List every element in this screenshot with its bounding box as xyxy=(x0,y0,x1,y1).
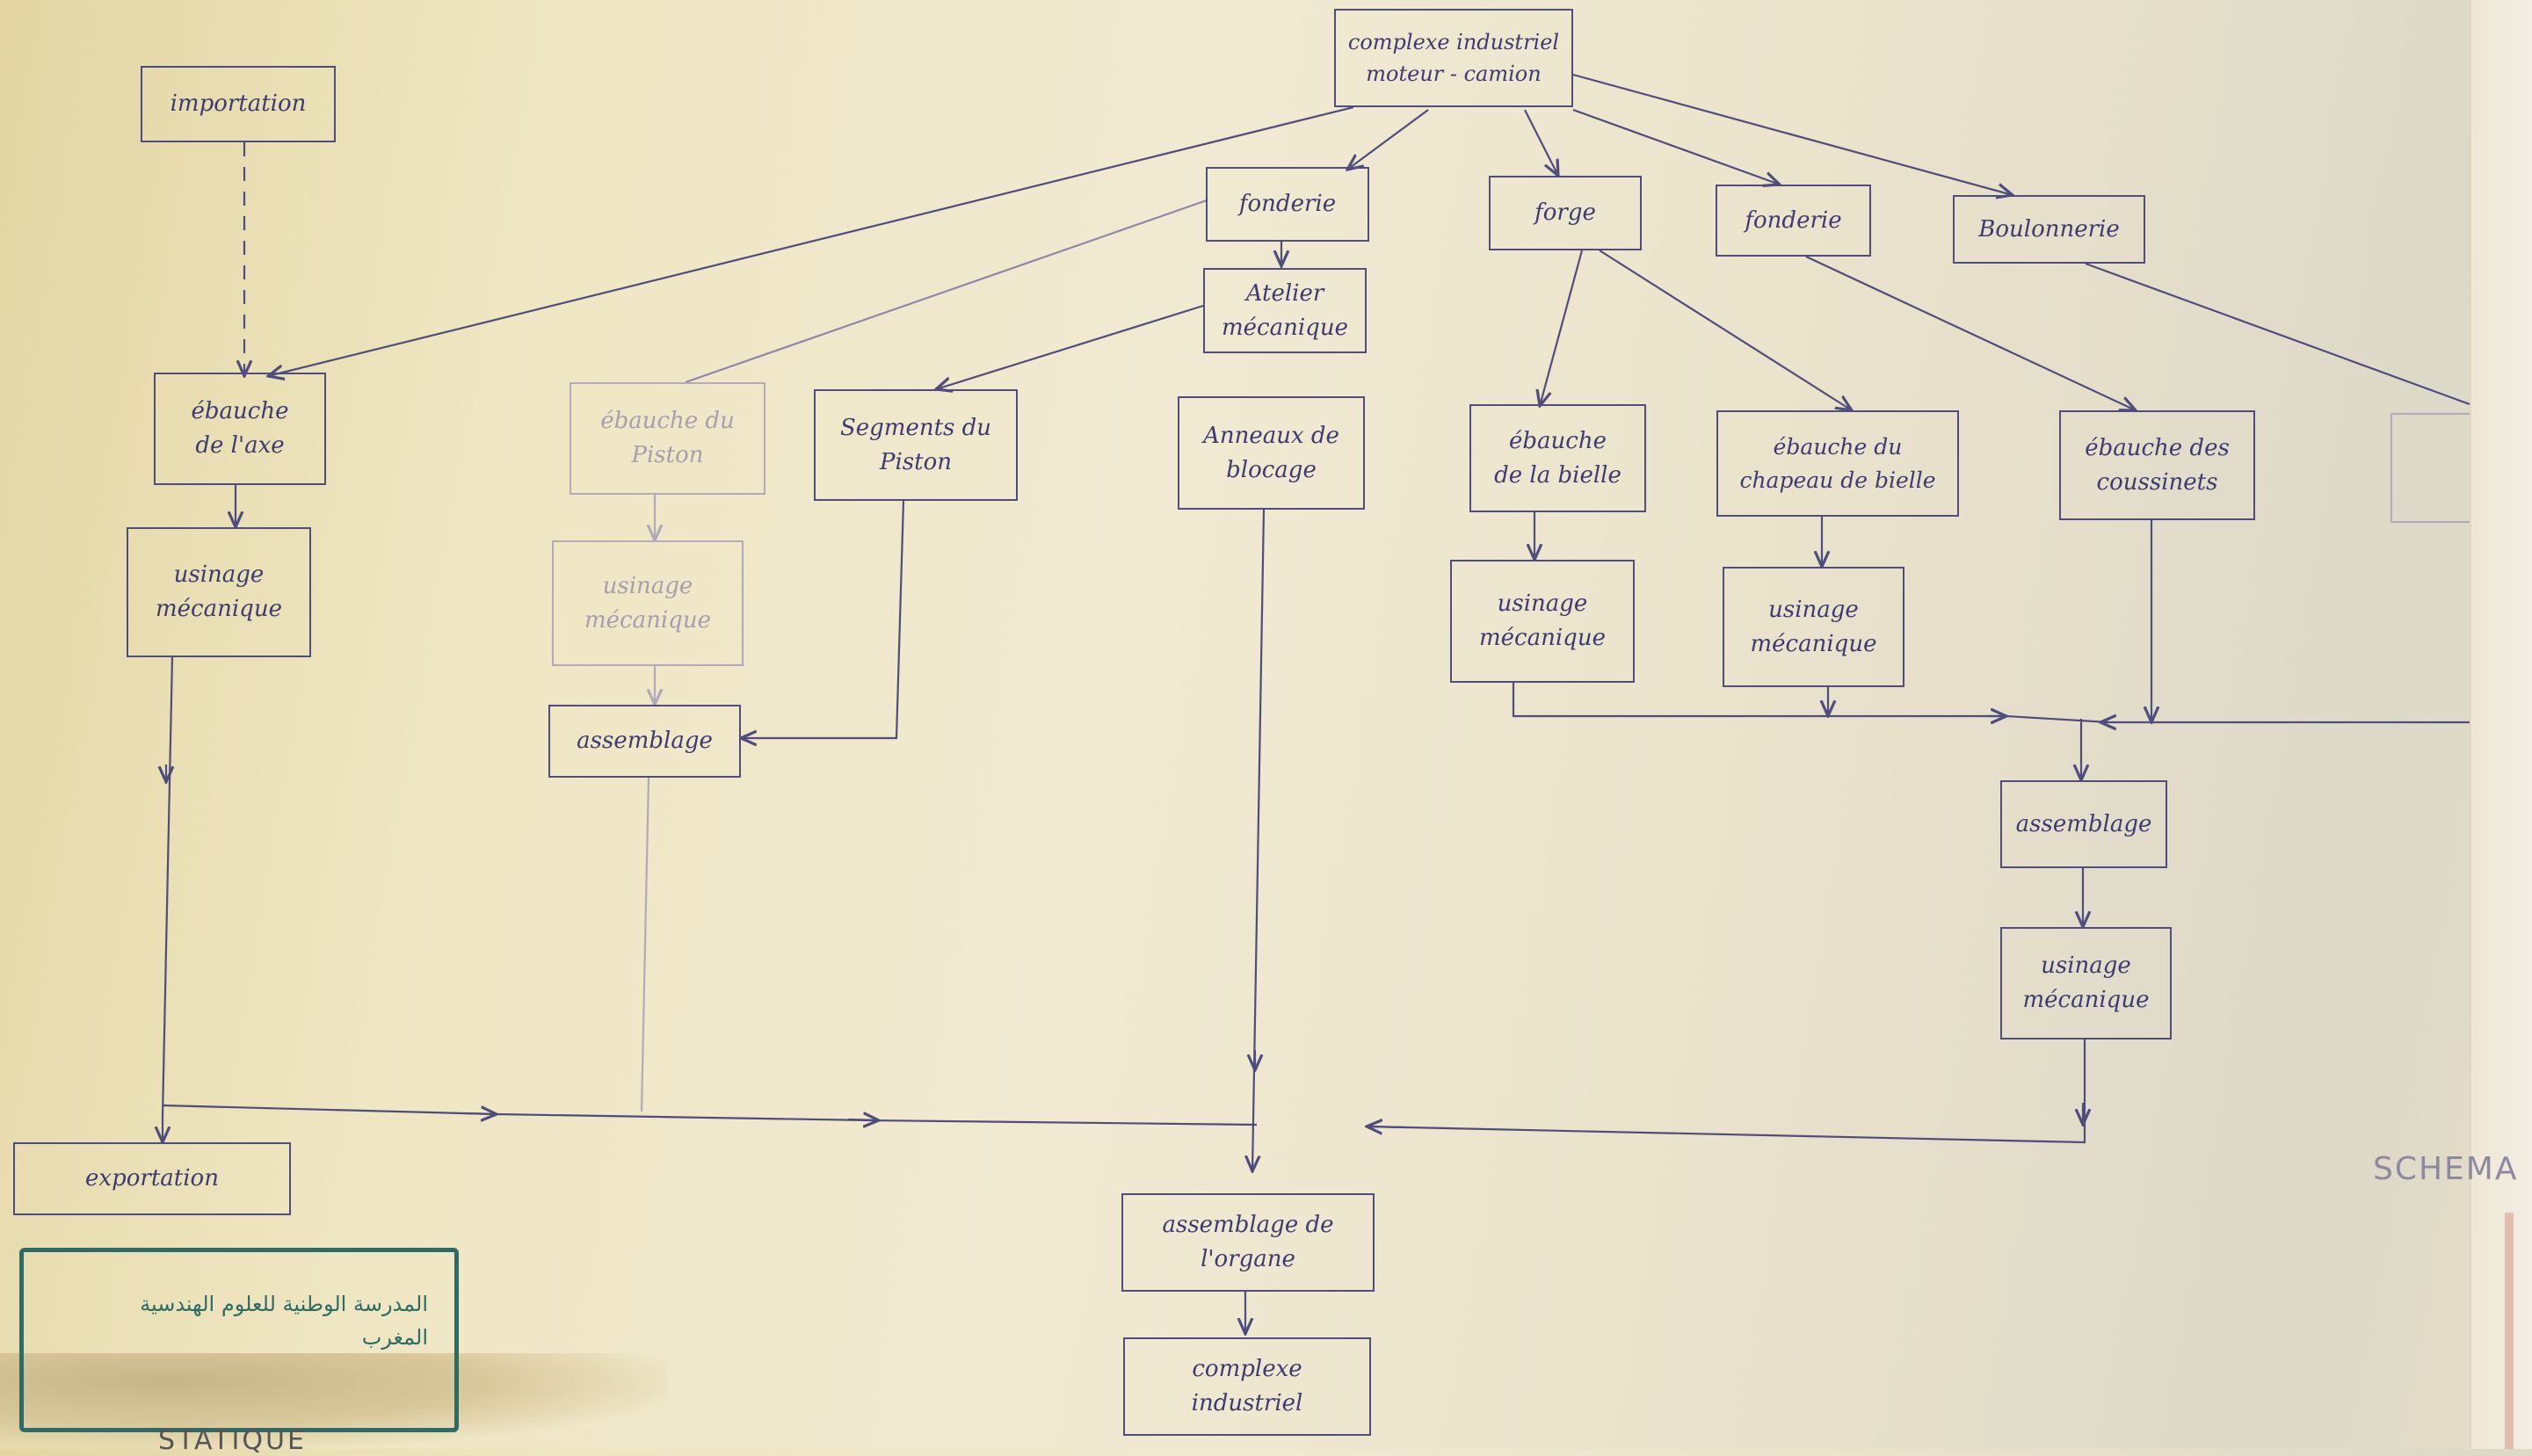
offpage-box xyxy=(2391,413,2470,523)
edge-complexe-boulonnerie xyxy=(1572,73,2013,195)
edge-forge-bielle xyxy=(1540,250,1584,406)
atelier-mecanique-box: Atelier mécanique xyxy=(1203,268,1367,353)
ebauche-bielle-box: ébauche de la bielle xyxy=(1469,404,1646,512)
node-label-line: mécanique xyxy=(1750,630,1877,657)
edge-forge-chapeau xyxy=(1599,250,1852,410)
node-label-line: Atelier xyxy=(1245,279,1324,307)
paper-fold xyxy=(2470,0,2532,1449)
node-label-line: ébauche xyxy=(1509,427,1607,454)
node-label-line: ébauche du xyxy=(1773,434,1903,460)
node-label-line: fonderie xyxy=(1745,206,1842,234)
forge-box: forge xyxy=(1489,176,1642,250)
node-label-line: mécanique xyxy=(584,606,711,634)
node-label-line: assemblage xyxy=(577,728,713,754)
node-label-line: Segments du xyxy=(839,414,992,441)
stamp-text-line: المغرب xyxy=(361,1325,428,1351)
edge-usinagebielle-join xyxy=(1512,683,2006,718)
node-label-line: ébauche des xyxy=(2085,434,2230,461)
node-label-line: Boulonnerie xyxy=(1978,215,2120,243)
node-label-line: mécanique xyxy=(2022,987,2150,1013)
edge-boulonnerie-offpage xyxy=(2085,262,2470,406)
usinage-chapeau-box: usinage mécanique xyxy=(1723,567,1904,687)
fold-mark xyxy=(2505,1213,2514,1449)
importation-box: importation xyxy=(141,66,336,142)
segments-piston-box: Segments du Piston xyxy=(814,389,1018,501)
schema-label: SCHEMA xyxy=(2373,1151,2519,1187)
stain xyxy=(0,1353,668,1449)
node-label-line: mécanique xyxy=(1222,314,1348,341)
node-label-line: coussinets xyxy=(2096,468,2218,496)
node-label-line: usinage xyxy=(173,561,265,588)
usinage-piston-box: usinage mécanique xyxy=(552,540,744,666)
ebauche-coussinets-box: ébauche des coussinets xyxy=(2059,410,2255,520)
edge-return-arrow xyxy=(1367,1126,1407,1127)
node-label-line: assemblage xyxy=(2015,810,2152,837)
node-label-line: de l'axe xyxy=(195,432,285,459)
node-label-line: complexe industriel xyxy=(1347,30,1560,54)
node-label-line: Piston xyxy=(879,448,952,475)
edge-complexe-forge xyxy=(1524,109,1558,176)
node-label-line: blocage xyxy=(1226,456,1317,483)
edge-usinage-axe-down xyxy=(163,656,174,1142)
node-label-line: forge xyxy=(1534,199,1596,226)
node-label-line: usinage xyxy=(2041,953,2131,979)
complexe-industriel-box: complexe industriel xyxy=(1123,1337,1371,1436)
usinage-axe-box: usinage mécanique xyxy=(127,527,311,657)
node-label-line: de la bielle xyxy=(1494,461,1621,489)
edge-segments-assemblage xyxy=(741,500,905,738)
node-label-line: Piston xyxy=(631,442,704,468)
usinage-bielle-box: usinage mécanique xyxy=(1450,560,1635,683)
edge-collector xyxy=(162,1104,1258,1126)
node-label-line: moteur - camion xyxy=(1366,62,1542,86)
institution-stamp: المدرسة الوطنية للعلوم الهندسية المغرب xyxy=(19,1248,459,1432)
usinage-final-box: usinage mécanique xyxy=(2000,927,2172,1039)
edge-collector-arrow2 xyxy=(847,1119,879,1120)
ebauche-axe-box: ébauche de l'axe xyxy=(154,373,326,485)
node-label-line: Anneaux de xyxy=(1203,422,1339,449)
ebauche-piston-box: ébauche du Piston xyxy=(570,382,765,495)
complexe-moteur-camion-box: complexe industriel moteur - camion xyxy=(1334,9,1573,107)
edge-assemblagepiston-down xyxy=(640,777,650,1112)
node-label-line: assemblage de xyxy=(1162,1212,1334,1238)
node-label-line: exportation xyxy=(85,1165,219,1192)
node-label-line: importation xyxy=(170,91,307,117)
fonderie-box-2: fonderie xyxy=(1716,185,1871,257)
assemblage-bielle-box: assemblage xyxy=(2000,780,2167,868)
edge-join-mid xyxy=(2006,714,2110,724)
node-label-line: mécanique xyxy=(156,596,282,622)
assemblage-organe-box: assemblage de l'organe xyxy=(1121,1193,1375,1292)
node-label-line: usinage xyxy=(1497,590,1588,617)
edge-complexe-fonderie2 xyxy=(1572,108,1780,185)
bottom-cut-text: STATIQUE xyxy=(158,1425,307,1456)
node-label-line: usinage xyxy=(602,572,693,599)
anneaux-blocage-box: Anneaux de blocage xyxy=(1178,396,1365,510)
ebauche-chapeau-box: ébauche du chapeau de bielle xyxy=(1716,410,1959,517)
boulonnerie-box: Boulonnerie xyxy=(1953,195,2145,264)
node-label-line: ébauche xyxy=(191,398,289,424)
edge-fonderie1-piston xyxy=(685,199,1208,384)
edge-complexe-fonderie1 xyxy=(1347,109,1429,170)
edge-atelier-segments xyxy=(936,304,1204,389)
edge-fonderie2-coussinets xyxy=(1805,256,2136,410)
edge-complexe-axe xyxy=(268,105,1354,376)
edge-collector-arrow1 xyxy=(465,1113,497,1114)
node-label-line: industriel xyxy=(1191,1390,1303,1416)
node-label-line: mécanique xyxy=(1479,625,1606,651)
edge-anneaux-organe xyxy=(1252,509,1266,1171)
node-label-line: fonderie xyxy=(1238,191,1337,217)
stamp-text: المدرسة الوطنية للعلوم الهندسية المغرب xyxy=(140,1287,428,1355)
node-label-line: l'organe xyxy=(1201,1246,1295,1272)
fonderie-box: fonderie xyxy=(1206,167,1369,242)
node-label-line: chapeau de bielle xyxy=(1739,467,1936,493)
edge-usinagefinal-down xyxy=(1366,1039,2086,1144)
stamp-text-line: المدرسة الوطنية للعلوم الهندسية xyxy=(140,1292,428,1316)
node-label-line: ébauche du xyxy=(600,408,735,434)
exportation-box: exportation xyxy=(13,1142,291,1215)
node-label-line: complexe xyxy=(1192,1356,1302,1382)
assemblage-piston-box: assemblage xyxy=(548,705,741,778)
node-label-line: usinage xyxy=(1768,596,1859,623)
